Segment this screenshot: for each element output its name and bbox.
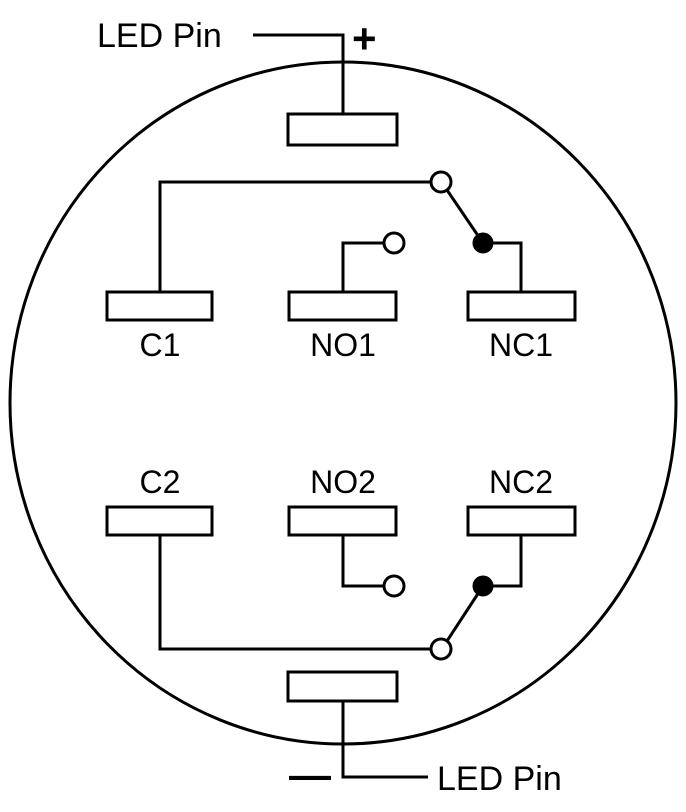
- nc2-wire: [483, 535, 523, 588]
- nc1-label: NC1: [489, 327, 553, 363]
- nc1-wire: [483, 241, 523, 292]
- nc2-terminal: [466, 505, 577, 537]
- c2-label: C2: [140, 464, 181, 500]
- nc2-label: NC2: [489, 464, 553, 500]
- c1-label: C1: [140, 327, 181, 363]
- switch-body-outline: [8, 60, 678, 746]
- no2-wire: [341, 535, 384, 588]
- no1-wire: [341, 241, 384, 292]
- no2-terminal: [287, 505, 398, 537]
- led-top-wire: [253, 33, 345, 114]
- led-pin-bottom-label: LED Pin: [437, 760, 562, 798]
- c1-wire: [158, 180, 431, 292]
- c1-terminal: [105, 290, 214, 322]
- nc1-closed-contact: [472, 232, 494, 254]
- switch2-pivot-contact: [429, 637, 453, 661]
- switch1-lever: [445, 189, 485, 244]
- minus-sign: —: [289, 751, 331, 798]
- led-pin-top-label: LED Pin: [97, 17, 222, 55]
- nc2-closed-contact: [472, 575, 494, 597]
- led-terminal-top: [286, 112, 399, 147]
- c2-terminal: [105, 505, 214, 537]
- plus-sign: +: [352, 15, 377, 62]
- led-terminal-bottom: [286, 670, 399, 703]
- no1-label: NO1: [310, 327, 376, 363]
- led-bottom-wire: [341, 701, 428, 779]
- nc1-terminal: [466, 290, 577, 322]
- switch2-lever: [445, 585, 485, 642]
- switch1-pivot-contact: [429, 170, 453, 194]
- c2-wire: [158, 535, 431, 651]
- no2-label: NO2: [310, 464, 376, 500]
- no1-terminal: [287, 290, 398, 322]
- no1-open-contact: [382, 231, 406, 255]
- no2-open-contact: [382, 574, 406, 598]
